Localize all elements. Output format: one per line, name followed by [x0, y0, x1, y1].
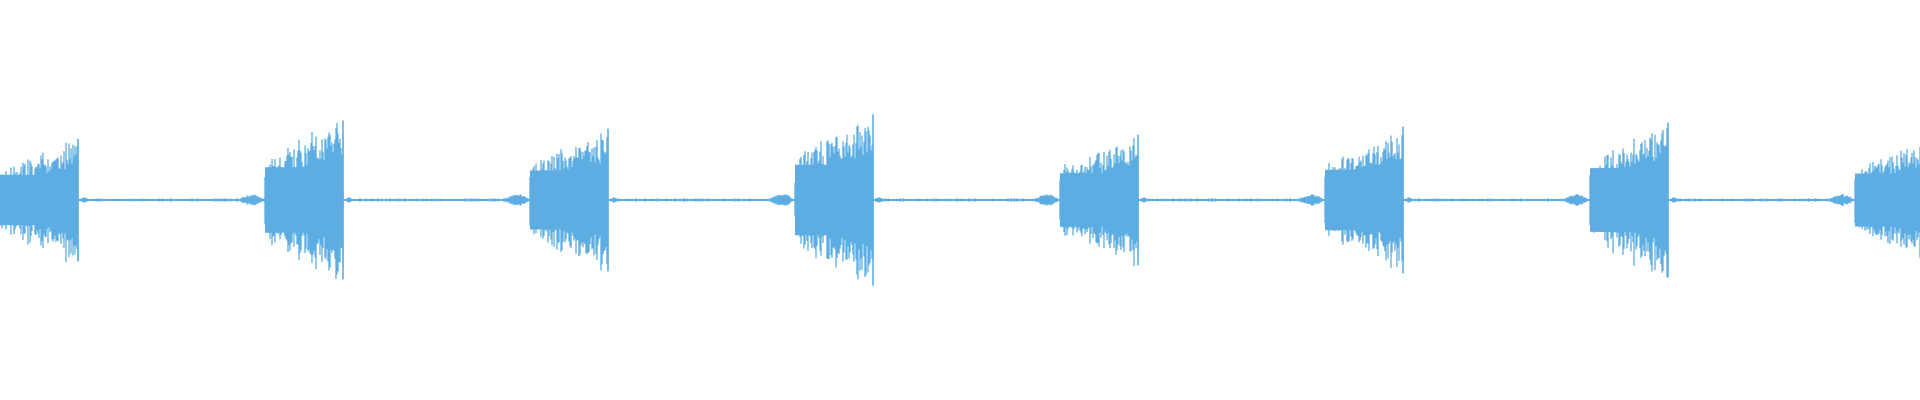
audio-burst	[1031, 134, 1147, 267]
audio-burst	[1561, 122, 1677, 278]
audio-burst	[1826, 146, 1920, 258]
audio-burst	[1296, 126, 1412, 274]
audio-burst	[766, 114, 882, 286]
audio-burst	[0, 138, 87, 263]
audio-burst	[501, 128, 617, 272]
audio-burst	[236, 120, 352, 280]
